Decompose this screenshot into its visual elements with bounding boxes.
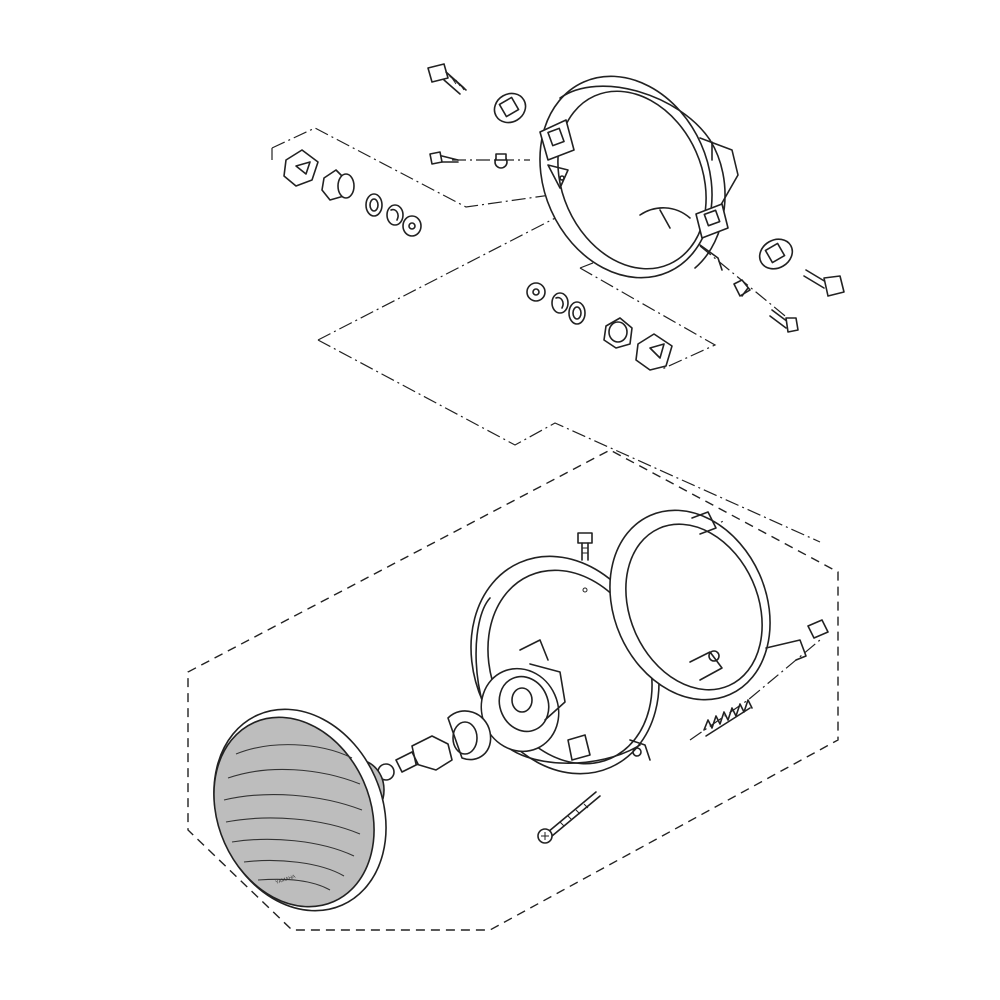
top-bolt bbox=[427, 63, 467, 95]
small-screw bbox=[429, 151, 508, 169]
adjuster-spring bbox=[703, 699, 753, 737]
bulb-socket-holder bbox=[480, 663, 566, 753]
lower-assembly: YAMAHA bbox=[187, 449, 839, 931]
retaining-rim bbox=[609, 509, 771, 701]
bulb-boot bbox=[447, 710, 492, 761]
kit-boundary bbox=[187, 449, 839, 931]
headlight-housing bbox=[539, 75, 739, 279]
rim-screw bbox=[577, 532, 593, 593]
left-hardware-stack bbox=[283, 149, 422, 237]
right-spacer-screw bbox=[733, 279, 799, 333]
headlight-bulb bbox=[377, 735, 453, 781]
adjusting-screw bbox=[537, 791, 601, 844]
right-grommet-bolt bbox=[758, 238, 845, 297]
upper-assembly bbox=[271, 63, 845, 543]
headlight-lens-unit: YAMAHA bbox=[213, 708, 387, 912]
top-grommet bbox=[493, 92, 527, 124]
adjuster-bracket bbox=[765, 619, 829, 661]
right-hardware-stack bbox=[526, 282, 673, 371]
